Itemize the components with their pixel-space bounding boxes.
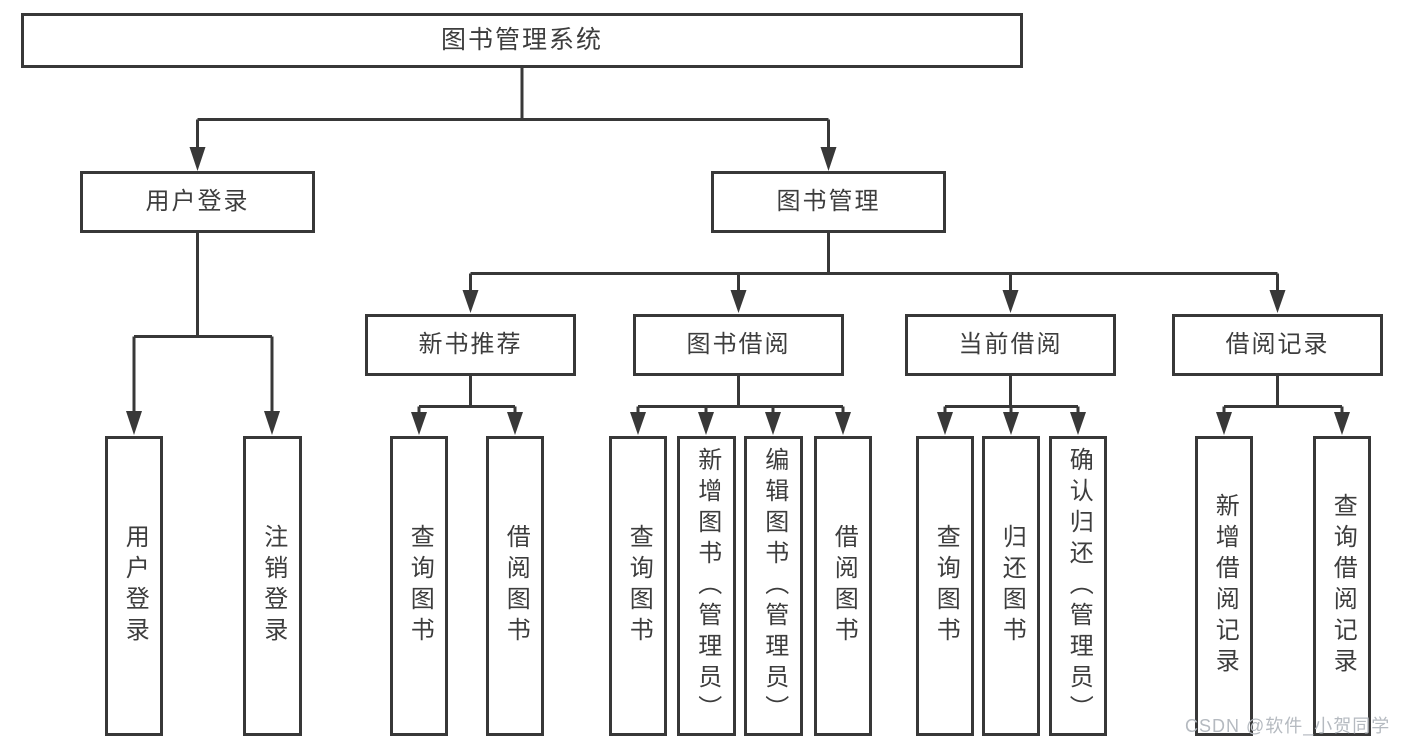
arrow-leaf-bb-query xyxy=(630,412,646,435)
node-label: 当前借阅 xyxy=(958,331,1063,358)
arrow-leaf-bb-add xyxy=(698,412,714,435)
leaf-borrow-book-2: 借阅图书 xyxy=(814,436,872,736)
node-label: 图书管理 xyxy=(776,188,881,215)
node-book-borrow: 图书借阅 xyxy=(633,314,844,376)
node-label: 注销登录 xyxy=(259,524,287,648)
node-label: 查询图书 xyxy=(406,524,434,648)
node-label: 新增借阅记录 xyxy=(1211,493,1239,679)
connector-borrow-records xyxy=(1222,376,1344,414)
leaf-add-borrow-record: 新增借阅记录 xyxy=(1195,436,1253,736)
leaf-edit-book-admin: 编辑图书（管理员） xyxy=(744,436,803,736)
node-label: 图书借阅 xyxy=(686,331,791,358)
leaf-logout: 注销登录 xyxy=(243,436,302,736)
arrow-leaf-bb-edit xyxy=(765,412,781,435)
arrow-leaf-bb-borrow xyxy=(835,412,851,435)
node-label: 借阅图书 xyxy=(502,524,530,648)
arrow-leaf-br-query xyxy=(1334,412,1350,435)
arrow-leaf-logout xyxy=(264,411,280,435)
node-label: 用户登录 xyxy=(145,188,250,215)
node-current-borrow: 当前借阅 xyxy=(905,314,1116,376)
arrow-leaf-br-add xyxy=(1216,412,1232,435)
arrow-book-borrow-box xyxy=(730,290,747,313)
leaf-user-login: 用户登录 xyxy=(105,436,163,736)
node-label: 确认归还（管理员） xyxy=(1065,446,1093,726)
arrow-leaf-cb-query xyxy=(937,412,953,435)
arrow-current-borrow-box xyxy=(1002,290,1019,313)
leaf-query-book-3: 查询图书 xyxy=(916,436,974,736)
connector-current-borrow xyxy=(943,376,1080,414)
node-borrow-records: 借阅记录 xyxy=(1172,314,1383,376)
node-label: 新书推荐 xyxy=(418,331,523,358)
leaf-query-book-2: 查询图书 xyxy=(609,436,667,736)
arrowheads xyxy=(126,147,1350,435)
node-label: 借阅图书 xyxy=(830,524,858,648)
node-book-management: 图书管理 xyxy=(711,171,946,233)
node-label: 图书管理系统 xyxy=(440,26,603,54)
arrow-leaf-nb-borrow xyxy=(507,412,523,435)
node-label: 新增图书（管理员） xyxy=(693,446,721,726)
arrow-borrow-records-box xyxy=(1269,290,1286,313)
arrow-new-book-box xyxy=(462,290,479,313)
arrow-leaf-user-login xyxy=(126,411,142,435)
leaf-query-book-1: 查询图书 xyxy=(390,436,448,736)
node-label: 借阅记录 xyxy=(1225,331,1330,358)
leaf-borrow-book-1: 借阅图书 xyxy=(486,436,544,736)
node-new-book-recommend: 新书推荐 xyxy=(365,314,576,376)
arrow-user-login-box xyxy=(189,147,206,171)
node-label: 查询图书 xyxy=(932,524,960,648)
arrow-book-management-box xyxy=(820,147,837,171)
node-label: 归还图书 xyxy=(998,524,1026,648)
connector-root xyxy=(196,68,830,149)
node-label: 用户登录 xyxy=(121,524,149,648)
connector-book-borrow xyxy=(636,376,845,414)
arrow-leaf-nb-query xyxy=(411,412,427,435)
connector-user-login xyxy=(132,233,274,413)
connector-new-book xyxy=(417,376,517,414)
leaf-confirm-return-admin: 确认归还（管理员） xyxy=(1049,436,1107,736)
leaf-query-borrow-record: 查询借阅记录 xyxy=(1313,436,1371,736)
csdn-watermark: CSDN @软件_小贺同学 xyxy=(1185,716,1391,736)
leaf-return-book: 归还图书 xyxy=(982,436,1040,736)
node-label: 查询图书 xyxy=(625,524,653,648)
connector-book-management xyxy=(469,233,1279,291)
node-library-management-system: 图书管理系统 xyxy=(21,13,1023,68)
node-user-login-branch: 用户登录 xyxy=(80,171,315,233)
node-label: 编辑图书（管理员） xyxy=(760,446,788,726)
arrow-leaf-cb-return xyxy=(1003,412,1019,435)
leaf-add-book-admin: 新增图书（管理员） xyxy=(677,436,736,736)
arrow-leaf-cb-confirm xyxy=(1070,412,1086,435)
node-label: 查询借阅记录 xyxy=(1329,493,1357,679)
